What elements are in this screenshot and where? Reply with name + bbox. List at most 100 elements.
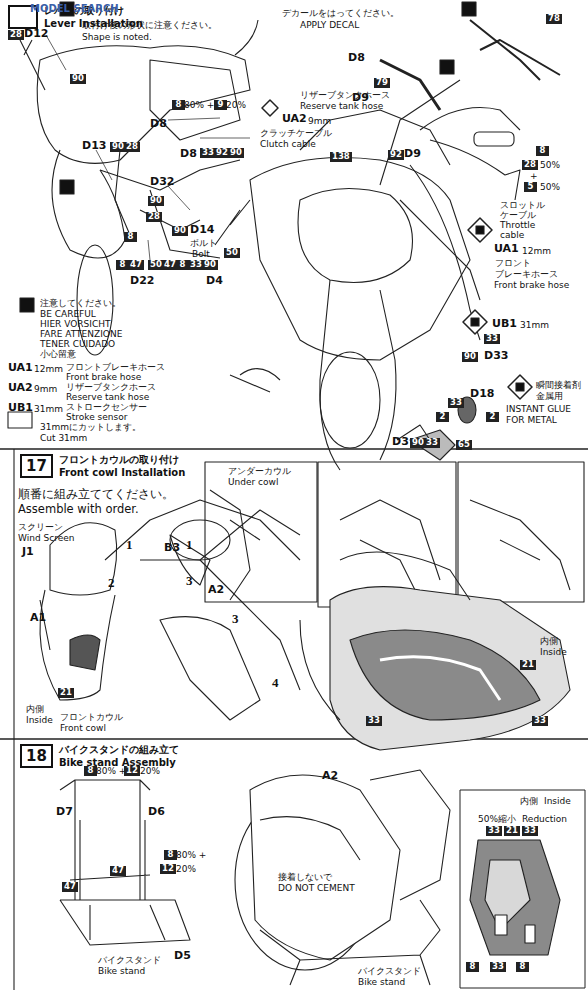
note-text: Front cowl — [60, 723, 106, 733]
note-text: 31mm — [34, 404, 63, 414]
note-text: 50%縮小 — [478, 814, 516, 824]
note-text: 接着しないで — [278, 872, 332, 882]
note-text: 内側 — [520, 796, 538, 806]
note-text: BE CAREFUL — [40, 309, 96, 319]
color-callout: 138 — [330, 152, 352, 162]
note-text: Clutch cable — [260, 139, 316, 149]
part-number: D33 — [484, 350, 508, 363]
note-text: ボルト — [190, 238, 217, 248]
color-callout: 33 — [486, 826, 502, 836]
note-text: 31mmにカットします。 — [40, 422, 141, 432]
note-text: Front brake hose — [494, 280, 569, 290]
step-header: 18バイクスタンドの組み立てBike stand Assembly — [20, 743, 179, 768]
part-number: D32 — [150, 176, 174, 189]
note-text: HIER VORSICHT — [40, 319, 110, 329]
note-text: クラッチケーブル — [260, 128, 332, 138]
part-number: D18 — [470, 388, 494, 401]
note-text: 12mm — [34, 364, 63, 374]
note-text: Stroke sensor — [66, 412, 127, 422]
color-callout: 47 — [128, 260, 144, 270]
order-number: 3 — [186, 574, 193, 589]
part-number: D5 — [174, 950, 191, 963]
part-number: D22 — [130, 275, 154, 288]
note-text: アンダーカウル — [228, 466, 291, 476]
note-text: + — [530, 171, 538, 181]
note-text: Throttle — [500, 220, 535, 230]
note-text: Bike stand — [358, 977, 405, 987]
color-callout: 47 — [110, 866, 126, 876]
color-callout: 90 — [202, 260, 218, 270]
note-text: ケーブル — [500, 210, 536, 220]
watermark: MODEL SEARCH — [30, 3, 119, 15]
note-text: 20% — [140, 766, 160, 776]
color-callout: 79 — [374, 78, 390, 88]
part-number: D7 — [56, 806, 73, 819]
note-text: 内側 — [540, 636, 558, 646]
color-callout: 8 — [84, 766, 97, 776]
note-text: リザーブタンクホース — [66, 382, 156, 392]
part-number: D4 — [206, 275, 223, 288]
part-number: D12 — [24, 28, 48, 41]
note-text: 31mm — [520, 320, 549, 330]
note-text: FARE ATTENZIONE — [40, 329, 122, 339]
part-number: D3 — [392, 436, 409, 449]
part-number: D8 — [348, 52, 365, 65]
note-text: 9mm — [34, 384, 57, 394]
note-text: Cut 31mm — [40, 433, 87, 443]
note-text: Reduction — [522, 814, 567, 824]
note-text: Front brake hose — [66, 372, 141, 382]
color-callout: 78 — [546, 14, 562, 24]
note-text: TENER CUIDADO — [40, 339, 115, 349]
order-number: 3 — [232, 612, 239, 627]
step-title: フロントカウルの取り付け — [59, 453, 185, 467]
part-number: UA1 — [494, 243, 519, 256]
part-number: D13 — [82, 140, 106, 153]
note-text: 取付け後の形状に注意ください。 — [82, 20, 217, 30]
part-number: UB1 — [492, 318, 517, 331]
note-text: 50% — [540, 182, 560, 192]
note-text: INSTANT GLUE — [506, 404, 571, 414]
note-text: FOR METAL — [506, 415, 557, 425]
note-text: 20% — [226, 100, 246, 110]
part-number: D14 — [190, 224, 214, 237]
color-callout: 8 — [536, 146, 549, 156]
order-number: 2 — [108, 576, 115, 591]
part-number: D6 — [148, 806, 165, 819]
note-text: 内側 — [26, 704, 44, 714]
step-header: 17フロントカウルの取り付けFront cowl Installation — [20, 453, 185, 478]
part-number: B3 — [164, 542, 180, 555]
part-number: A1 — [30, 612, 46, 625]
note-text: 50% — [540, 160, 560, 170]
order-number: 1 — [126, 538, 133, 553]
note-text: Bolt — [192, 249, 210, 259]
color-callout: 21 — [58, 688, 74, 698]
note-text: Wind Screen — [18, 533, 74, 543]
note-text: 12mm — [522, 246, 551, 256]
note-text: Inside — [26, 715, 53, 725]
color-callout: 8 — [124, 232, 137, 242]
step-title: Front cowl Installation — [59, 467, 185, 478]
note-text: Reserve tank hose — [300, 101, 383, 111]
note-text: スロットル — [500, 200, 545, 210]
note-text: リザーブタンクホース — [300, 90, 390, 100]
color-callout: 90 — [148, 196, 164, 206]
note-text: フロントカウル — [60, 712, 123, 722]
note-text: スクリーン — [18, 522, 63, 532]
color-callout: 8 — [172, 100, 185, 110]
note-text: デカールをはってください。 — [282, 8, 399, 18]
note-text: フロント — [495, 258, 531, 268]
note-text: 注意してください。 — [40, 298, 121, 308]
note-text: Under cowl — [228, 477, 278, 487]
color-callout: 28 — [146, 212, 162, 222]
note-text: APPLY DECAL — [300, 20, 359, 30]
part-number: A2 — [322, 770, 338, 783]
part-number: UA2 — [8, 382, 33, 395]
note-text: Assemble with order. — [18, 503, 139, 516]
note-text: Bike stand — [98, 966, 145, 976]
part-number: UB1 — [8, 402, 33, 415]
note-text: フロントブレーキホース — [66, 362, 165, 372]
part-number: D9 — [352, 92, 369, 105]
part-number: D9 — [404, 148, 421, 161]
note-text: 80% + — [96, 766, 126, 776]
note-text: 20% — [176, 864, 196, 874]
